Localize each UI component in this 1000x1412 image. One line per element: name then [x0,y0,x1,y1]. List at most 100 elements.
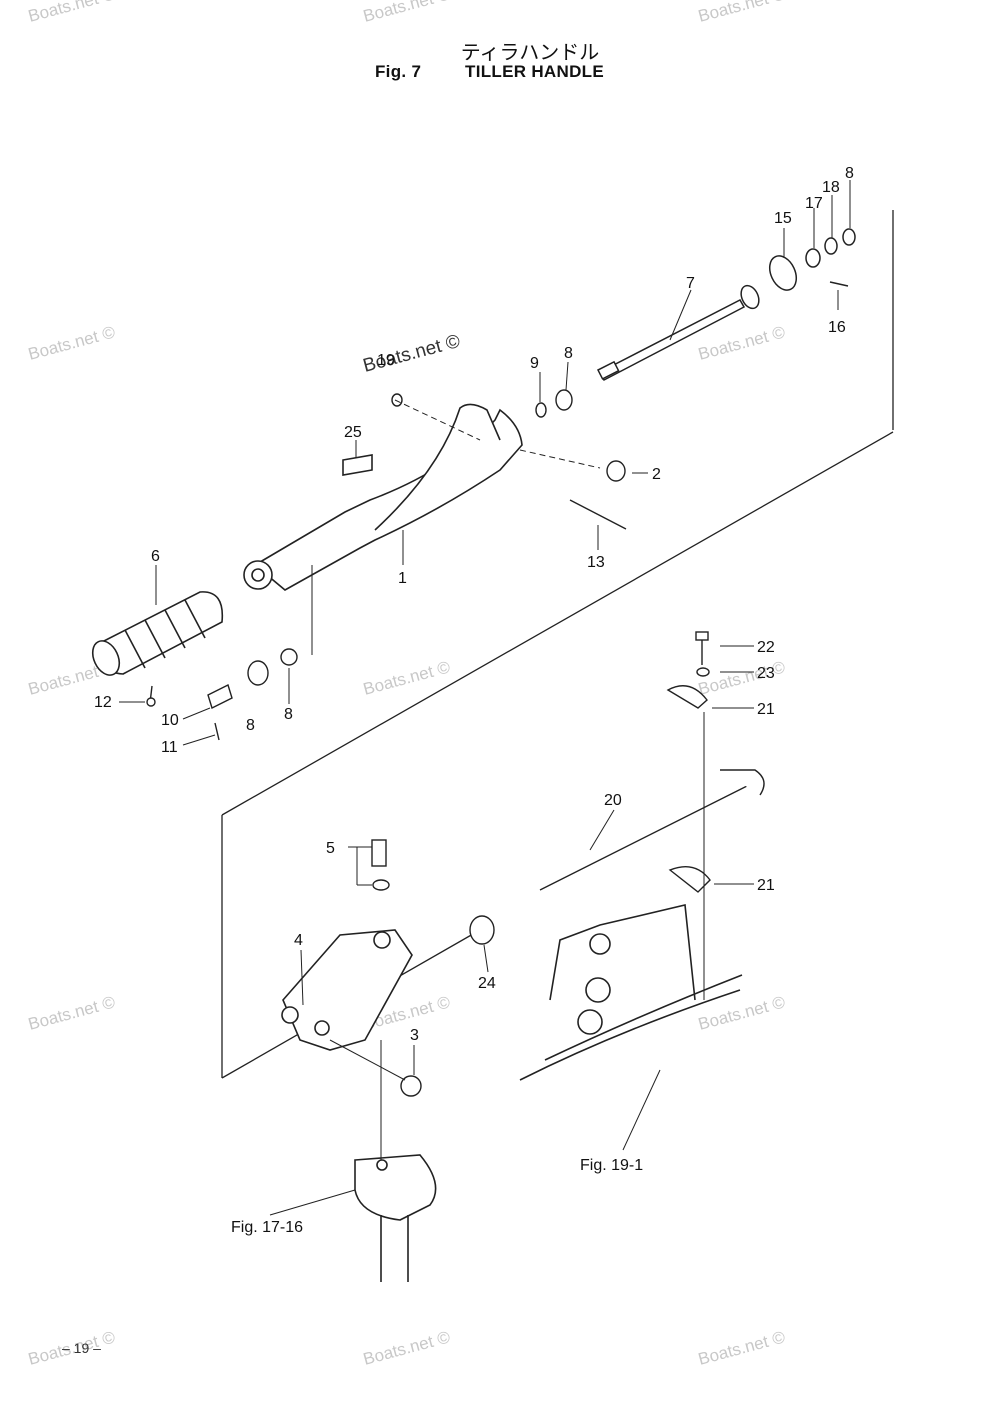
callout-19: 17 [805,195,823,212]
cowling-edge-mid [544,974,743,1061]
leader-16 [589,809,615,851]
cowling-section [519,904,743,1081]
small-parts [146,389,765,1097]
shaft-end [596,360,620,380]
washer-9 [535,402,547,418]
callout-2: 2 [652,466,661,483]
fig-number: Fig. 7 [375,62,422,81]
pivot-link-line [329,1039,406,1081]
panel-lines [221,210,894,1079]
callout-18: 16 [828,319,846,336]
callout-12: 11 [161,739,178,756]
callout-1: 1 [398,570,407,587]
bracket-body [282,929,413,1051]
bushing-10 [247,660,269,686]
watermark: Boats.net © [696,0,787,26]
leader-fig-19-1 [622,1069,661,1151]
bushing-19 [805,248,821,268]
callout-8-lower: 8 [284,706,293,723]
callout-15: 19 [377,352,395,369]
nut-8-mid [555,389,573,411]
callout-20: 18 [822,179,840,196]
leader-fig-17-16 [269,1189,356,1216]
title-japanese: ティラハンドル [460,40,600,64]
watermark: Boats.net © [696,992,787,1034]
grip-rib [184,599,206,639]
bracket-hole [281,1006,299,1024]
bolt-14 [569,499,627,530]
title-row: Fig. 7 TILLER HANDLE [375,62,604,82]
callout-14: 13 [587,554,605,571]
callout-13: 12 [94,694,112,711]
dashed-2-link [519,449,601,469]
cowling-top-plate [549,904,696,1001]
watermark: Boats.net © [26,992,117,1034]
shaft-collar [740,284,760,310]
washer-5 [372,879,390,891]
bolt-22-head [695,631,709,641]
pivot-bracket [281,929,413,1051]
throttle-grip [91,591,224,676]
bracket-21-top [666,685,708,709]
callout-21-bottom: 21 [757,877,775,894]
washer-20 [824,237,838,255]
callout-17: 15 [774,210,792,227]
callout-5: 5 [326,840,335,857]
page-title: TILLER HANDLE [465,62,604,81]
watermark: Boats.net © [361,657,452,699]
callout-11: 10 [161,712,179,729]
grommet-24 [469,915,495,945]
swivel-bracket [354,1154,437,1282]
tiller-top-ridge [374,403,501,531]
callout-9: 9 [530,355,539,372]
callout-8-mid: 8 [564,345,573,362]
callout-16: 20 [604,792,622,809]
leader-lines [119,180,851,1216]
tiller-body [243,403,523,591]
watermark: Boats.net © [26,0,117,26]
grip-rib [144,619,166,659]
callout-8-top: 8 [845,165,854,182]
leader-7 [669,289,692,341]
rod-16 [539,781,756,891]
screw-13-head [146,697,156,707]
part-11 [207,684,233,709]
reference-fig-19-1: Fig. 19-1 [580,1157,643,1174]
leader-8-mid [565,361,569,391]
nut-8-top [842,228,856,246]
callout-23: 23 [757,665,775,682]
nut-15 [391,393,403,407]
callout-22: 22 [757,639,775,656]
rod-16-bend [720,769,765,796]
callout-21-top: 21 [757,701,775,718]
watermark: Boats.net © [361,0,452,26]
grip-end-cap [91,640,121,676]
callout-6: 6 [151,548,160,565]
watermark: Boats.net © [361,1327,452,1369]
callout-24: 24 [478,975,496,992]
leader-24 [483,944,489,973]
callout-10: 8 [246,717,255,734]
watermark: Boats.net © [696,322,787,364]
page-number: – 19 – [62,1340,101,1356]
grip-rib [164,609,186,649]
washer-3 [400,1075,422,1097]
callout-7: 7 [686,275,695,292]
reference-fig-17-16: Fig. 17-16 [231,1219,303,1236]
swivel-hole [376,1159,388,1171]
grip-rib [124,629,146,669]
cowling-hole [577,1009,603,1035]
washer-23 [696,667,710,677]
bracket-hole [373,931,391,949]
leader-4 [300,949,304,1006]
pin-18 [829,281,849,287]
bracket-hole [314,1020,330,1036]
nut-8-lower [280,648,298,666]
tiller-main-body [253,408,523,591]
callout-4: 4 [294,932,303,949]
leader-12 [182,734,216,746]
callout-labels: 7 15 17 18 8 16 9 8 19 25 2 13 1 6 12 10… [62,165,854,1356]
cowling-hole [585,977,611,1003]
bracket-21-bottom [668,866,711,893]
